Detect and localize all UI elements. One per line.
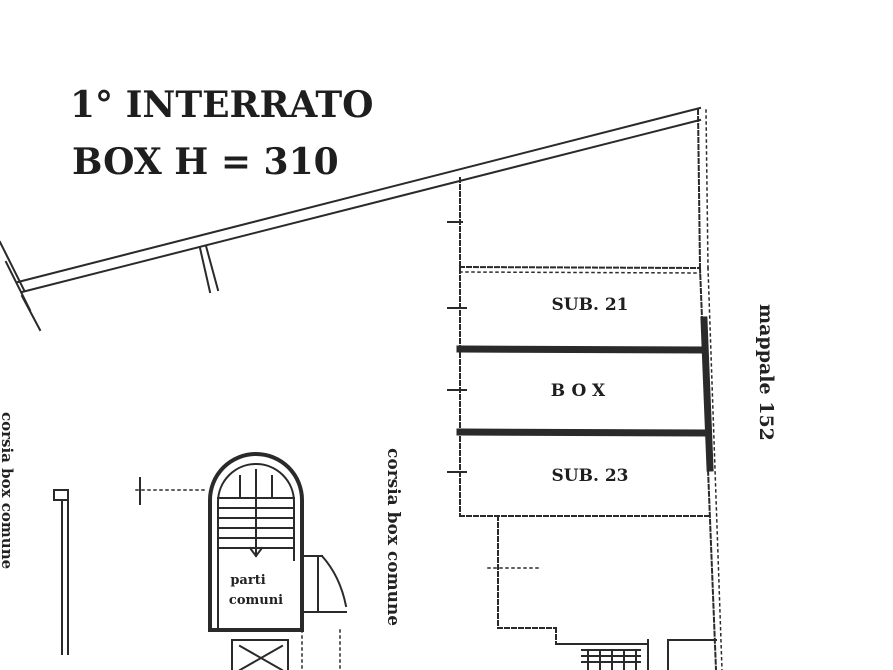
room-label-box: BOX bbox=[551, 381, 611, 401]
box-divisions bbox=[456, 265, 714, 517]
left-side-features bbox=[53, 477, 207, 655]
room-label-sub23: SUB. 23 bbox=[552, 466, 629, 486]
label-parti-comuni-line2: comuni bbox=[229, 593, 283, 608]
label-mappale: mappale 152 bbox=[755, 304, 777, 441]
party-wall-upper bbox=[456, 345, 708, 354]
lower-right-structure bbox=[487, 515, 717, 670]
party-wall-lower bbox=[456, 428, 710, 437]
stairwell bbox=[208, 452, 348, 670]
label-corsia-box-comune-left: corsia box comune bbox=[0, 412, 16, 569]
diagonal-boundary-wall bbox=[0, 106, 702, 332]
box-end-wall bbox=[700, 316, 714, 472]
label-parti-comuni-line1: parti bbox=[230, 573, 265, 588]
plan-title-box-height: BOX H = 310 bbox=[72, 141, 339, 183]
room-label-sub21: SUB. 21 bbox=[552, 295, 629, 315]
label-corsia-box-comune-center: corsia box comune bbox=[383, 448, 403, 626]
plan-title-level: 1° INTERRATO bbox=[70, 84, 374, 126]
